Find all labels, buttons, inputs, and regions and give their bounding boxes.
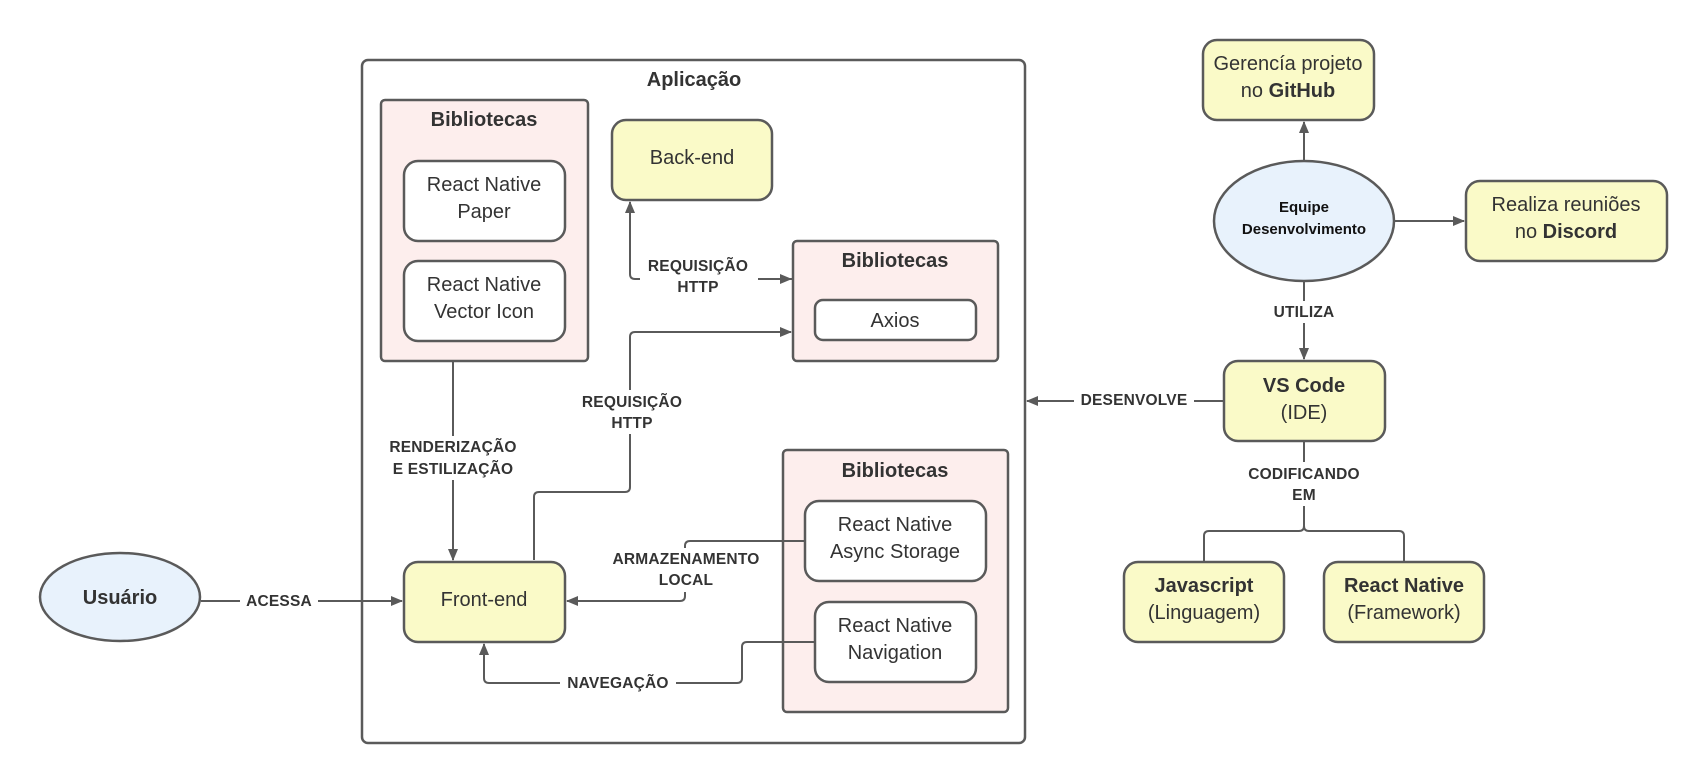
edge-backend-axios [625,201,792,280]
svg-text:React Native: React Native [427,174,542,196]
label-codificando: CODIFICANDO EM [1238,462,1370,506]
svg-text:E ESTILIZAÇÃO: E ESTILIZAÇÃO [393,460,514,478]
svg-text:Usuário: Usuário [83,587,157,609]
svg-text:(Linguagem): (Linguagem) [1148,602,1260,624]
svg-text:LOCAL: LOCAL [659,572,713,589]
svg-text:no GitHub: no GitHub [1241,80,1335,102]
svg-text:REQUISIÇÃO: REQUISIÇÃO [648,257,748,275]
lib-axios-title: Bibliotecas [842,250,949,272]
backend-node: Back-end [610,118,774,202]
svg-text:Vector Icon: Vector Icon [434,301,534,323]
lib-axios: Axios [813,298,978,342]
equipe-node: Equipe Desenvolvimento [1212,159,1396,283]
svg-text:no Discord: no Discord [1515,221,1617,243]
svg-text:RENDERIZAÇÃO: RENDERIZAÇÃO [389,438,516,456]
react-native-framework-node: React Native (Framework) [1322,560,1486,644]
lib-react-native-async-storage: React Native Async Storage [803,499,988,583]
label-desenvolve: DESENVOLVE [1074,389,1194,411]
svg-text:Navigation: Navigation [848,642,943,664]
label-requisicao-top: REQUISIÇÃO HTTP [640,255,758,299]
edge-frontend-axios [533,327,792,560]
svg-text:ACESSA: ACESSA [246,593,312,610]
svg-text:REQUISIÇÃO: REQUISIÇÃO [582,393,682,411]
svg-text:CODIFICANDO: CODIFICANDO [1248,466,1360,483]
svg-text:Javascript: Javascript [1155,575,1254,597]
svg-text:DESENVOLVE: DESENVOLVE [1081,392,1188,409]
svg-text:HTTP: HTTP [677,279,718,296]
svg-text:VS Code: VS Code [1263,375,1345,397]
svg-text:(IDE): (IDE) [1281,402,1328,424]
svg-text:EM: EM [1292,487,1316,504]
aplicacao-title: Aplicação [647,69,741,91]
svg-text:Back-end: Back-end [650,147,735,169]
svg-text:Async Storage: Async Storage [830,541,960,563]
svg-text:NAVEGAÇÃO: NAVEGAÇÃO [567,674,668,692]
discord-node: Realiza reuniões no Discord [1464,179,1669,263]
svg-text:React Native: React Native [838,615,953,637]
label-requisicao-mid: REQUISIÇÃO HTTP [573,390,691,434]
svg-text:ARMAZENAMENTO: ARMAZENAMENTO [613,551,760,568]
lib-react-native-vector-icon: React Native Vector Icon [402,259,567,343]
svg-text:Axios: Axios [871,310,920,332]
svg-text:Realiza reuniões: Realiza reuniões [1492,194,1641,216]
svg-text:(Framework): (Framework) [1347,602,1460,624]
edge-codificando-rn [1303,525,1405,562]
svg-text:UTILIZA: UTILIZA [1274,304,1335,321]
svg-text:React Native: React Native [1344,575,1464,597]
svg-text:React Native: React Native [838,514,953,536]
frontend-node: Front-end [402,560,567,644]
svg-text:Front-end: Front-end [441,589,528,611]
lib-top-title: Bibliotecas [431,109,538,131]
svg-text:React Native: React Native [427,274,542,296]
svg-text:Equipe: Equipe [1279,199,1329,216]
edge-navigation [479,641,814,684]
label-acessa: ACESSA [240,590,318,612]
svg-text:Gerencía projeto: Gerencía projeto [1214,53,1363,75]
lib-bottom-title: Bibliotecas [842,460,949,482]
svg-text:Desenvolvimento: Desenvolvimento [1242,221,1366,238]
label-renderizacao: RENDERIZAÇÃO E ESTILIZAÇÃO [378,436,528,480]
lib-react-native-navigation: React Native Navigation [813,600,978,684]
label-utiliza: UTILIZA [1265,301,1343,323]
svg-text:Paper: Paper [457,201,511,223]
javascript-node: Javascript (Linguagem) [1122,560,1286,644]
usuario-node: Usuário [38,551,202,643]
svg-text:HTTP: HTTP [611,415,652,432]
github-node: Gerencía projeto no GitHub [1201,38,1376,122]
lib-react-native-paper: React Native Paper [402,159,567,243]
vscode-node: VS Code (IDE) [1222,359,1387,443]
label-navegacao: NAVEGAÇÃO [560,672,676,694]
label-armazenamento: ARMAZENAMENTO LOCAL [598,548,759,592]
